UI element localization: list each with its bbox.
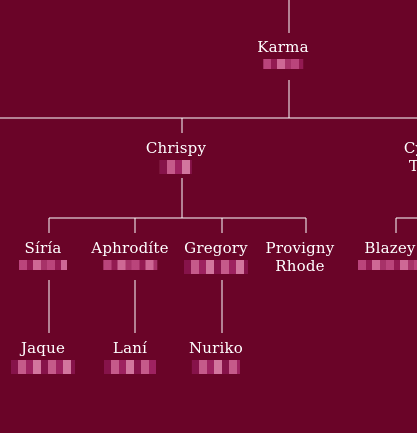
- node-gregory-label: Gregory: [184, 239, 248, 257]
- node-nuriko-label: Nuriko: [188, 339, 244, 357]
- node-nuriko[interactable]: Nuriko: [189, 339, 243, 374]
- node-karma[interactable]: Karma: [257, 38, 309, 69]
- node-right-partial-line1: Cy: [403, 139, 417, 157]
- node-blazey[interactable]: Blazey: [358, 239, 417, 270]
- node-karma-label: Karma: [257, 38, 309, 56]
- node-aphrodite[interactable]: Aphrodíte: [91, 239, 169, 270]
- node-gregory[interactable]: Gregory: [184, 239, 248, 274]
- node-lani-label: Laní: [112, 339, 148, 357]
- node-right-partial-line2: T: [408, 157, 417, 175]
- node-jaque[interactable]: Jaque: [11, 339, 75, 374]
- node-karma-badge: [263, 59, 303, 69]
- node-blazey-badge: [358, 260, 417, 270]
- node-siria[interactable]: Síría: [19, 239, 67, 270]
- node-nuriko-badge: [191, 360, 240, 374]
- node-jaque-badge: [11, 360, 75, 374]
- node-provigny-rhode[interactable]: Provigny Rhode: [266, 239, 335, 275]
- node-siria-label: Síría: [24, 239, 62, 257]
- node-chrispy[interactable]: Chrispy: [146, 139, 206, 174]
- node-jaque-label: Jaque: [20, 339, 66, 357]
- node-right-partial[interactable]: Cy T: [404, 139, 417, 175]
- node-provigny-label-1: Provigny: [265, 239, 335, 257]
- node-chrispy-label: Chrispy: [145, 139, 207, 157]
- node-lani[interactable]: Laní: [104, 339, 156, 374]
- node-gregory-badge: [184, 260, 248, 274]
- node-aphrodite-badge: [103, 260, 157, 270]
- node-chrispy-badge: [160, 160, 192, 174]
- node-provigny-label-2: Rhode: [275, 257, 325, 275]
- node-lani-badge: [104, 360, 156, 374]
- node-siria-badge: [19, 260, 67, 270]
- node-aphrodite-label: Aphrodíte: [91, 239, 169, 257]
- node-blazey-label: Blazey: [364, 239, 416, 257]
